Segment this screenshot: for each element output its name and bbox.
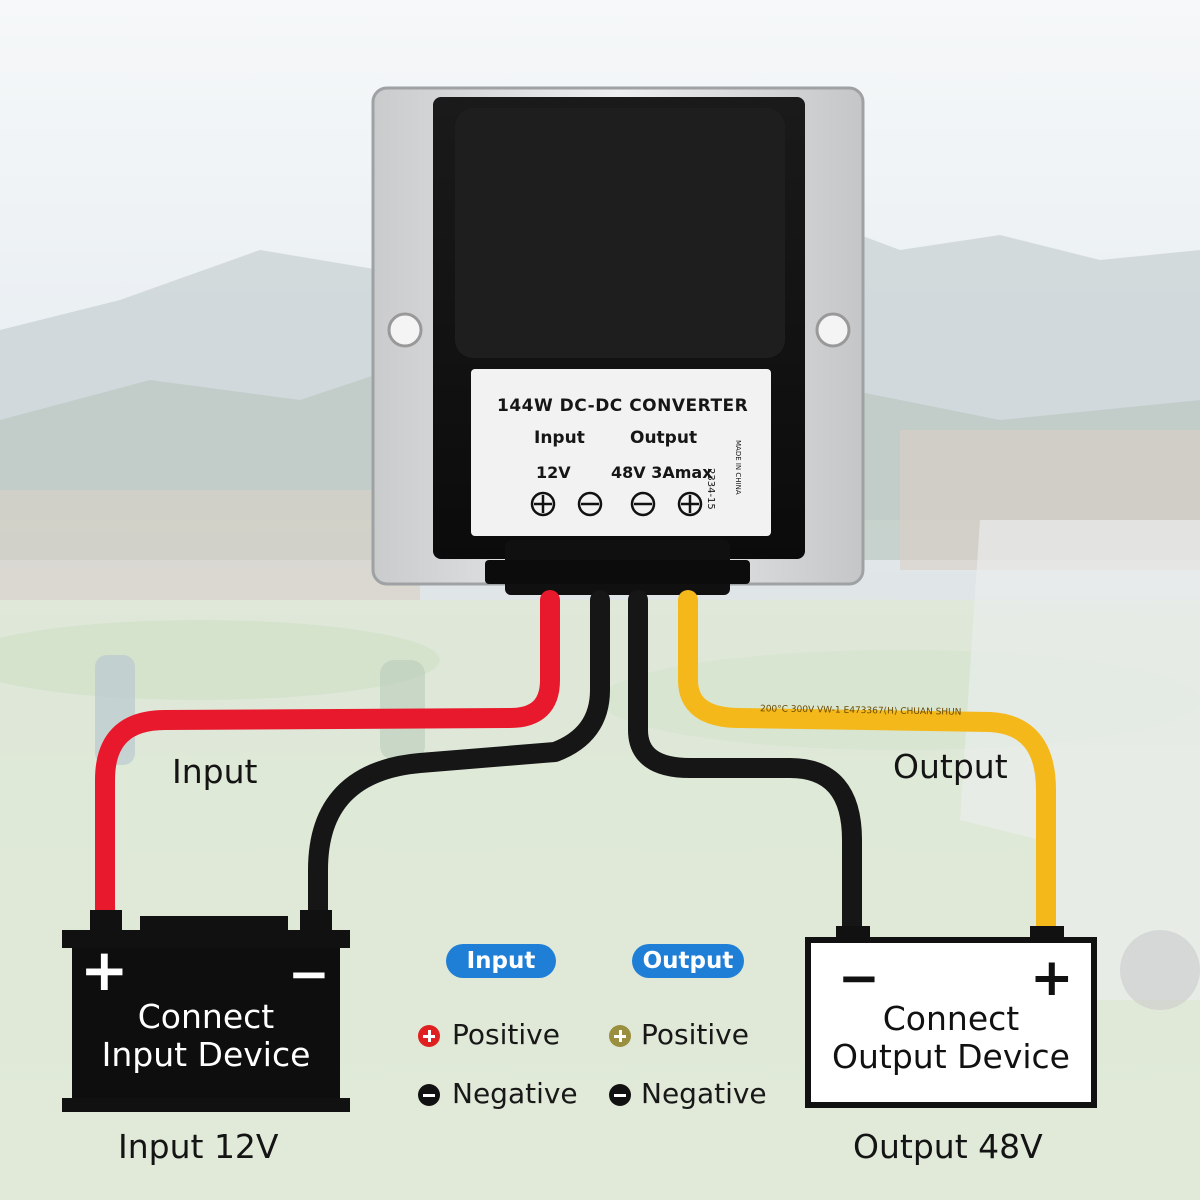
input-battery-plus: + — [80, 936, 129, 1004]
output-callout: Output — [893, 747, 1008, 786]
converter-label — [471, 369, 771, 536]
output-battery-minus: − — [838, 949, 880, 1007]
output-positive-icon — [609, 1025, 631, 1047]
input-positive-label: Positive — [452, 1018, 560, 1051]
label-input-header: Input — [534, 428, 585, 448]
wires — [95, 590, 1056, 940]
input-battery-line1: Connect — [137, 997, 275, 1036]
output-legend-pill: Output — [632, 944, 744, 978]
input-negative-label: Negative — [452, 1077, 578, 1110]
dc-dc-converter — [371, 86, 865, 595]
output-caption: Output 48V — [853, 1127, 1043, 1166]
black-output-negative-wire — [628, 590, 862, 940]
input-caption: Input 12V — [118, 1127, 279, 1166]
label-side-made: MADE IN CHINA — [734, 440, 742, 495]
input-battery-label: Connect Input Device — [72, 998, 340, 1074]
yellow-output-positive-wire — [678, 590, 1056, 938]
red-input-positive-wire — [95, 590, 560, 928]
label-output-header: Output — [630, 428, 698, 448]
input-battery-line2: Input Device — [101, 1035, 311, 1074]
output-negative-icon — [609, 1084, 631, 1106]
output-battery — [805, 926, 1097, 1108]
input-callout: Input — [172, 752, 258, 791]
output-negative-label: Negative — [641, 1077, 767, 1110]
input-battery-minus: − — [288, 945, 330, 1003]
input-legend-pill: Input — [446, 944, 556, 978]
output-battery-plus: + — [1030, 948, 1074, 1008]
output-battery-line2: Output Device — [832, 1037, 1070, 1076]
output-battery-line1: Connect — [882, 999, 1020, 1038]
output-positive-label: Positive — [641, 1018, 749, 1051]
input-negative-icon — [418, 1084, 440, 1106]
label-title: 144W DC-DC CONVERTER — [497, 396, 749, 416]
label-output-value: 48V 3Amax — [611, 463, 713, 482]
label-input-value: 12V — [536, 463, 571, 482]
label-side-code: 2334-15 — [705, 468, 716, 510]
input-positive-icon — [418, 1025, 440, 1047]
input-battery — [62, 910, 350, 1112]
black-input-negative-wire — [308, 590, 610, 928]
output-battery-label: Connect Output Device — [811, 1000, 1091, 1076]
